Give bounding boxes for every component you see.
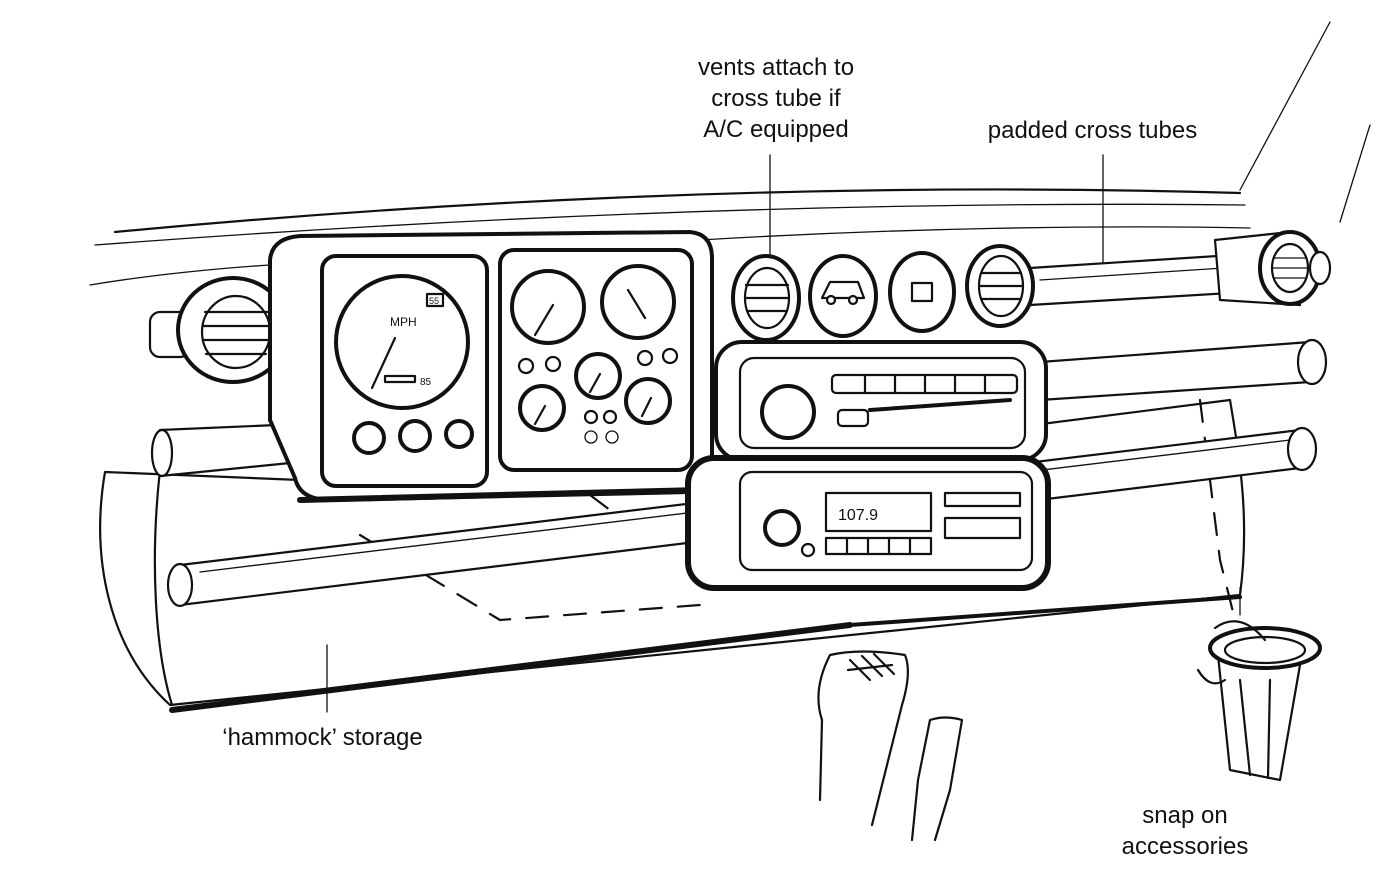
radio-display bbox=[824, 491, 933, 533]
hvac-slider[interactable] bbox=[836, 408, 870, 428]
annotation-vents: vents attach to cross tube if A/C equipp… bbox=[676, 52, 876, 145]
auxiliary-gauges-panel bbox=[498, 248, 694, 472]
speedometer-needle bbox=[370, 336, 397, 390]
left-vent[interactable] bbox=[148, 276, 290, 384]
speedometer-unit: MPH bbox=[390, 315, 417, 329]
annotation-accessories-line-2: accessories bbox=[1121, 833, 1249, 860]
top-vent-right[interactable] bbox=[965, 244, 1035, 328]
odometer-marks: 85 bbox=[420, 377, 432, 388]
cluster-knob-2 bbox=[398, 419, 432, 453]
radio-unit: 107.9 bbox=[685, 455, 1051, 591]
pedals bbox=[817, 650, 964, 842]
annotation-accessories: snap on accessories bbox=[1105, 800, 1265, 862]
cluster-knob-1 bbox=[352, 421, 386, 455]
radio-frequency: 107.9 bbox=[838, 507, 878, 524]
gauge-rpm bbox=[510, 269, 586, 345]
cup-holder-accessory bbox=[1196, 620, 1322, 782]
annotation-vents-line-2: cross tube if bbox=[711, 85, 841, 112]
annotation-cross-tubes-line-1: padded cross tubes bbox=[987, 117, 1198, 144]
gauge-small-2 bbox=[518, 384, 566, 432]
gauge-small-3 bbox=[624, 377, 672, 425]
gauge-compass bbox=[888, 251, 956, 333]
speed-limit-badge: 55 bbox=[429, 296, 439, 306]
gauge-fuel-temp bbox=[600, 264, 676, 340]
annotation-vents-line-3: A/C equipped bbox=[703, 116, 849, 143]
annotation-accessories-line-1: snap on bbox=[1142, 802, 1228, 829]
leader-lines bbox=[326, 154, 1241, 713]
hvac-control-unit bbox=[714, 340, 1048, 462]
radio-cassette-slot[interactable] bbox=[943, 491, 1022, 508]
right-vent[interactable] bbox=[1213, 230, 1332, 307]
annotation-hammock-line-1: ‘hammock’ storage bbox=[222, 724, 423, 751]
cluster-knob-3 bbox=[444, 419, 474, 449]
top-vent-left[interactable] bbox=[731, 254, 801, 342]
top-pods bbox=[731, 244, 1035, 342]
annotation-cross-tubes: padded cross tubes bbox=[970, 115, 1215, 146]
annotation-hammock-storage: ‘hammock’ storage bbox=[205, 722, 440, 753]
hvac-knob[interactable] bbox=[760, 384, 816, 440]
speedometer-panel: MPH 55 85 bbox=[320, 254, 489, 488]
windshield-outline bbox=[89, 21, 1371, 286]
speedometer-gauge bbox=[334, 274, 470, 410]
annotation-vents-line-1: vents attach to bbox=[697, 54, 855, 81]
radio-volume-knob[interactable] bbox=[763, 509, 801, 547]
radio-preset-buttons[interactable] bbox=[824, 536, 933, 556]
gauge-inclinometer bbox=[808, 254, 878, 338]
